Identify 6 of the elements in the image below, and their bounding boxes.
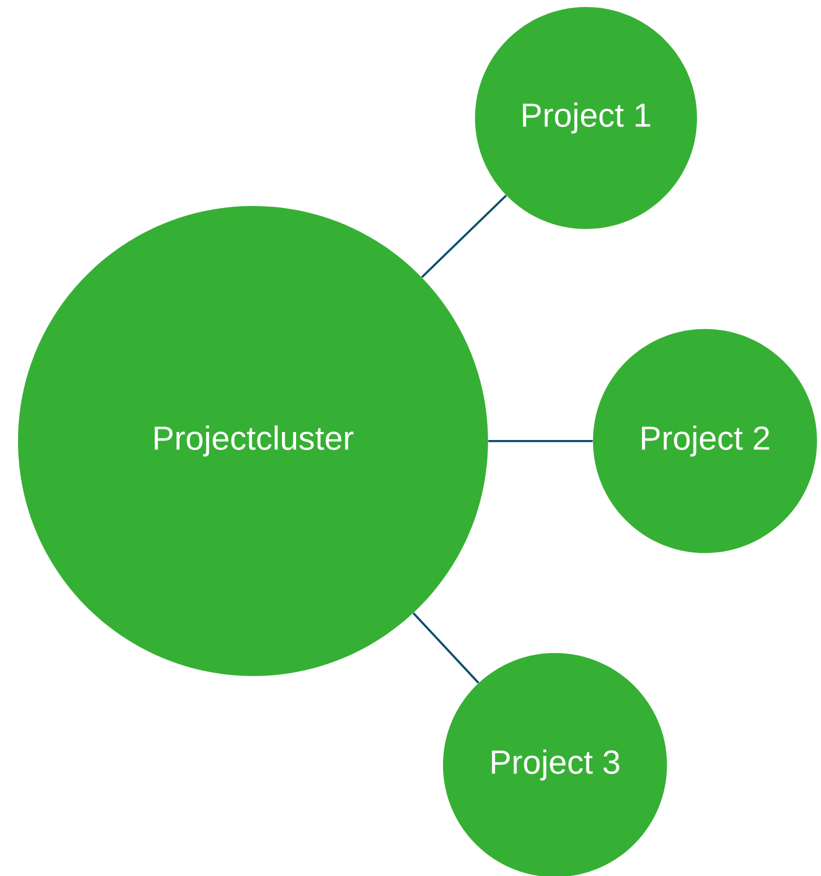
- connector-line: [412, 612, 480, 684]
- connector-line: [421, 194, 507, 278]
- connector-line: [488, 440, 593, 442]
- circle-node: Project 2: [593, 329, 817, 553]
- circle-node: Project 1: [475, 7, 697, 230]
- circle-node: Projectcluster: [18, 206, 488, 676]
